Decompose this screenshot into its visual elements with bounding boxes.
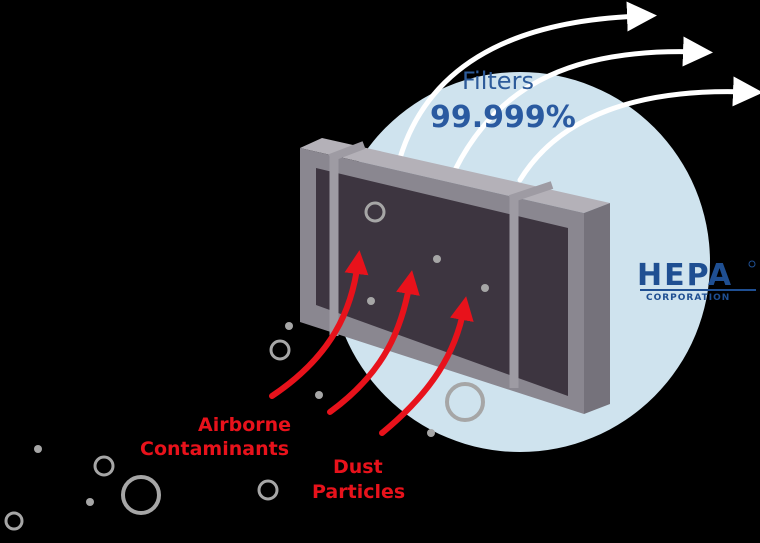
red-contaminant-arrow — [269, 250, 369, 399]
red-contaminant-arrow — [327, 270, 420, 415]
particle-circle — [269, 339, 291, 361]
airborne-label: Airborne — [198, 414, 292, 436]
particle-dot — [86, 498, 94, 506]
white-airflow-arrow — [452, 36, 713, 173]
hepa-filter-icon — [300, 138, 610, 414]
particle-dot — [285, 322, 293, 330]
particle-dot — [427, 429, 435, 437]
particle-dot — [367, 297, 375, 305]
particle-dot — [34, 445, 42, 453]
particle-circle — [4, 511, 24, 531]
particle-dot — [433, 255, 441, 263]
filter-side-face — [584, 203, 610, 414]
logo-registered-mark — [748, 260, 756, 268]
white-airflow-arrow — [397, 1, 657, 161]
filter-strap-top — [328, 141, 366, 162]
filters-label: Filters — [462, 67, 534, 95]
filter-percentage: 99.999% — [430, 100, 576, 135]
particle-circle — [364, 201, 386, 223]
particle-circle — [93, 455, 115, 477]
hepa-logo-name: HEPA — [637, 258, 734, 293]
white-airflow-arrow — [517, 76, 760, 183]
filter-media — [316, 168, 568, 396]
filter-strap-top — [508, 181, 554, 203]
red-contaminant-arrow — [379, 296, 474, 436]
hepa-logo-subtitle: CORPORATION — [646, 293, 731, 303]
particles-label: Particles — [312, 481, 406, 503]
particle-circle — [445, 382, 485, 422]
particle-dot — [481, 284, 489, 292]
dust-label: Dust — [333, 456, 383, 478]
particle-circle — [257, 479, 279, 501]
contaminants-label: Contaminants — [140, 438, 290, 460]
particle-circle — [121, 475, 161, 515]
particle-dot — [315, 391, 323, 399]
hepa-logo — [640, 260, 756, 291]
